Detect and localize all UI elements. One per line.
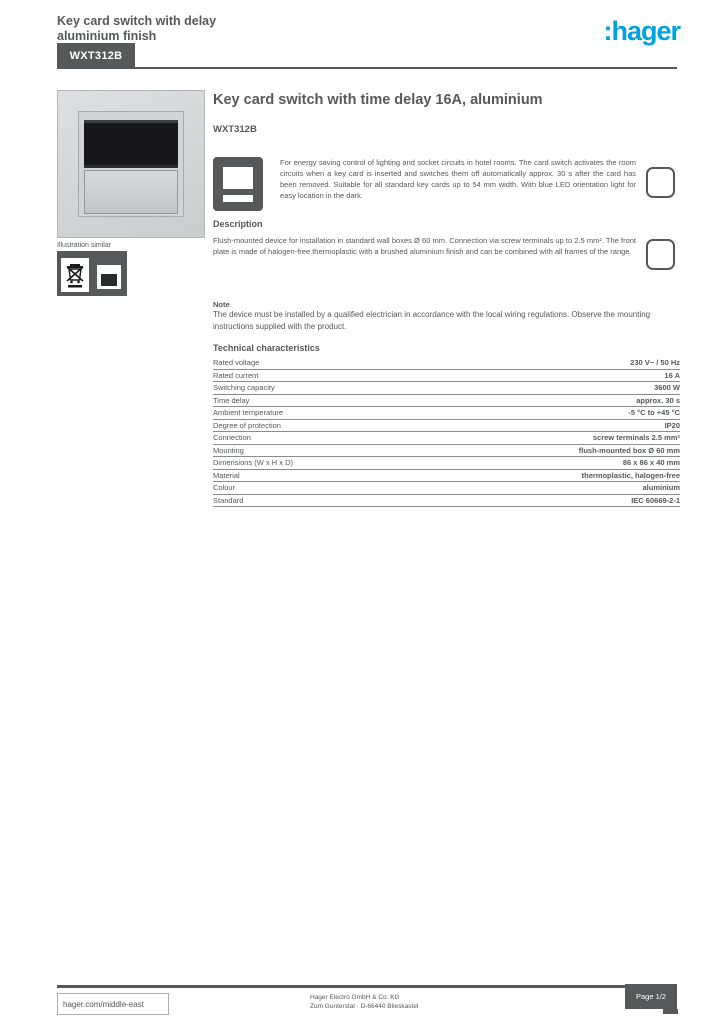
hager-logo: :hager: [603, 16, 681, 46]
table-row: Rated current 16 A: [213, 370, 680, 382]
table-row: Time delay approx. 30 s: [213, 395, 680, 407]
pictogram-slot: [223, 195, 253, 202]
disposal-note-icon: [97, 265, 121, 289]
spec-label: Switching capacity: [213, 383, 275, 392]
footer-company-line2: Zum Gunterstal · D-66440 Blieskastel: [310, 1002, 419, 1010]
spec-value: 86 x 86 x 40 mm: [622, 458, 680, 467]
note-label: Note: [213, 300, 230, 309]
table-row: Rated voltage 230 V~ / 50 Hz: [213, 357, 680, 370]
spec-value: IEC 60669-2-1: [631, 495, 680, 505]
spec-value: -5 °C to +45 °C: [628, 408, 680, 417]
spec-value: screw terminals 2.5 mm²: [592, 433, 680, 442]
product-title: Key card switch with time delay 16A, alu…: [213, 92, 543, 108]
header-divider: [57, 67, 677, 69]
spec-label: Material: [213, 470, 240, 480]
weee-crossed-bin-icon: [61, 258, 89, 292]
description-heading: Description: [213, 219, 263, 229]
product-image: [57, 90, 205, 238]
table-row: Standard IEC 60669-2-1: [213, 495, 680, 507]
spec-value: approx. 30 s: [636, 395, 680, 405]
spec-value: thermoplastic, halogen-free: [581, 470, 680, 480]
header-title-line1: Key card switch with delay: [57, 14, 217, 28]
product-front-panel: [84, 170, 178, 214]
product-card-slot: [84, 120, 178, 168]
footer-divider: [57, 985, 677, 988]
website-link[interactable]: hager.com/middle-east: [57, 993, 169, 1015]
spec-value: aluminium: [642, 483, 680, 492]
spec-label: Dimensions (W x H x D): [213, 458, 294, 467]
overview-paragraph: For energy saving control of lighting an…: [280, 158, 636, 200]
product-reference: WXT312B: [213, 124, 257, 135]
tech-heading: Technical characteristics: [213, 343, 320, 353]
spec-label: Ambient temperature: [213, 408, 284, 417]
table-row: Material thermoplastic, halogen-free: [213, 470, 680, 482]
footer-company: Hager Electro GmbH & Co. KG Zum Gunterst…: [310, 994, 500, 1011]
table-row: Connection screw terminals 2.5 mm²: [213, 432, 680, 445]
spec-label: Connection: [213, 433, 251, 442]
table-row: Switching capacity 3600 W: [213, 382, 680, 395]
table-row: Dimensions (W x H x D) 86 x 86 x 40 mm: [213, 457, 680, 470]
approval-mark-box-1: [646, 167, 675, 198]
spec-label: Standard: [213, 495, 244, 505]
spec-value: 230 V~ / 50 Hz: [630, 358, 680, 367]
approval-mark-box-2: [646, 239, 675, 270]
table-row: Colour aluminium: [213, 482, 680, 495]
spec-value: IP20: [664, 420, 680, 430]
description-paragraph: Flush-mounted device for installation in…: [213, 236, 636, 256]
spec-label: Mounting: [213, 445, 244, 455]
disposal-note-glyph: [101, 274, 117, 286]
spec-table: Rated voltage 230 V~ / 50 Hz Rated curren…: [213, 357, 680, 507]
table-row: Mounting flush-mounted box Ø 60 mm: [213, 445, 680, 457]
product-plate: [78, 111, 184, 217]
spec-label: Colour: [213, 483, 236, 492]
spec-value: 3600 W: [654, 383, 680, 392]
spec-value: 16 A: [664, 370, 680, 380]
pictogram-window: [223, 167, 253, 189]
page-number-badge: Page 1/2: [625, 984, 677, 1009]
header-title: Key card switch with delay aluminium fin…: [57, 14, 287, 44]
header-title-line2: aluminium finish: [57, 28, 157, 43]
spec-value: flush-mounted box Ø 60 mm: [578, 445, 680, 455]
spec-label: Degree of protection: [213, 420, 281, 430]
disposal-icons-panel: [57, 251, 127, 296]
footer-company-line1: Hager Electro GmbH & Co. KG: [310, 994, 400, 1001]
reference-badge: WXT312B: [57, 43, 135, 68]
spec-label: Time delay: [213, 395, 250, 405]
spec-label: Rated current: [213, 370, 259, 380]
product-pictogram: [213, 157, 263, 211]
image-caption: Illustration similar: [57, 242, 112, 249]
page-badge-tab: [663, 1009, 678, 1014]
note-paragraph: The device must be installed by a qualif…: [213, 310, 651, 331]
table-row: Ambient temperature -5 °C to +45 °C: [213, 407, 680, 420]
table-row: Degree of protection IP20: [213, 420, 680, 432]
spec-label: Rated voltage: [213, 358, 260, 367]
